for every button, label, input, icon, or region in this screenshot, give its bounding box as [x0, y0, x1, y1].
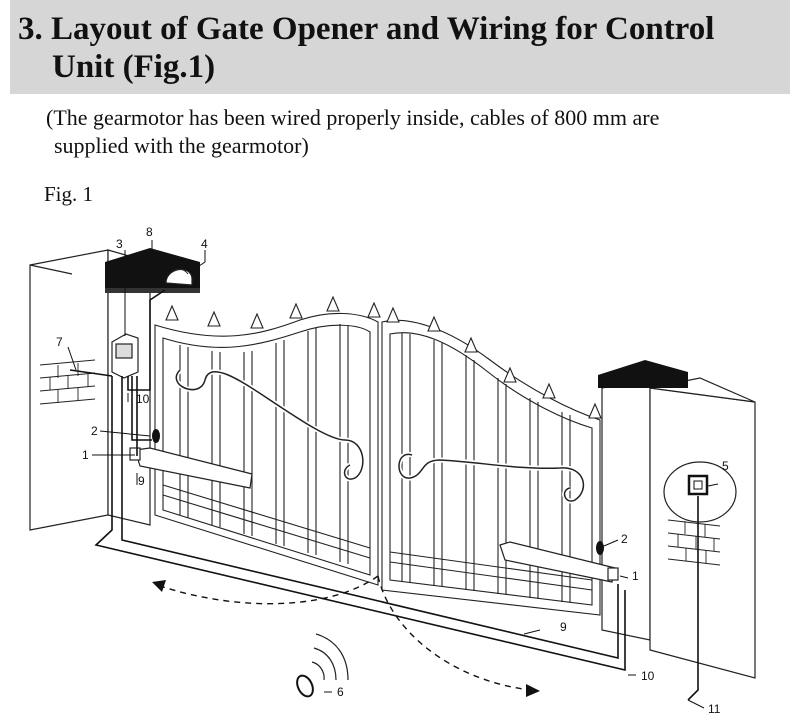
left-pillar — [29, 249, 151, 531]
gearmotor-right — [499, 541, 619, 583]
right-brick-pattern — [667, 519, 721, 566]
control-unit — [111, 333, 139, 379]
left-gate-leaf — [154, 312, 379, 586]
callout-7: 7 — [56, 335, 63, 349]
section-title-band — [10, 0, 790, 94]
right-pillar — [601, 377, 756, 679]
callout-10-bottom: 10 — [641, 669, 655, 683]
figure-label: Fig. 1 — [44, 182, 94, 206]
callout-1-left: 1 — [82, 448, 89, 462]
remote-transmitter — [296, 633, 349, 698]
photocell-right — [596, 541, 604, 555]
callout-5: 5 — [722, 459, 729, 473]
callout-leaders — [67, 240, 719, 709]
callout-3: 3 — [116, 237, 123, 251]
callout-1-right: 1 — [632, 569, 639, 583]
gate-swing-arcs — [159, 575, 531, 691]
wiring-cables — [69, 289, 699, 701]
callout-8: 8 — [146, 225, 153, 239]
photocell-left — [152, 429, 160, 443]
callout-6: 6 — [337, 685, 344, 699]
gate-spear-finials — [165, 295, 602, 419]
callout-9-bottom: 9 — [560, 620, 567, 634]
section-title: 3. Layout of Gate Opener and Wiring for … — [18, 10, 788, 86]
callout-11: 11 — [708, 702, 721, 716]
callout-2-right: 2 — [621, 532, 628, 546]
wiring-note-line1: (The gearmotor has been wired properly i… — [46, 105, 660, 130]
left-brick-pattern — [39, 359, 96, 405]
callout-9-left: 9 — [138, 474, 145, 488]
key-switch — [687, 474, 709, 496]
flashing-lamp — [165, 268, 193, 286]
right-gate-leaf — [381, 319, 601, 616]
callout-2-left: 2 — [91, 424, 98, 438]
section-title-line2: Unit (Fig.1) — [52, 49, 216, 85]
callout-4: 4 — [201, 237, 208, 251]
section-title-line1: 3. Layout of Gate Opener and Wiring for … — [18, 11, 715, 47]
gearmotor-left — [129, 447, 253, 489]
callout-10-left: 10 — [136, 392, 150, 406]
wiring-note: (The gearmotor has been wired properly i… — [46, 104, 766, 160]
right-pillar-cap — [598, 360, 688, 388]
swing-arrowheads — [152, 580, 540, 697]
wiring-note-line2: supplied with the gearmotor) — [54, 133, 309, 158]
